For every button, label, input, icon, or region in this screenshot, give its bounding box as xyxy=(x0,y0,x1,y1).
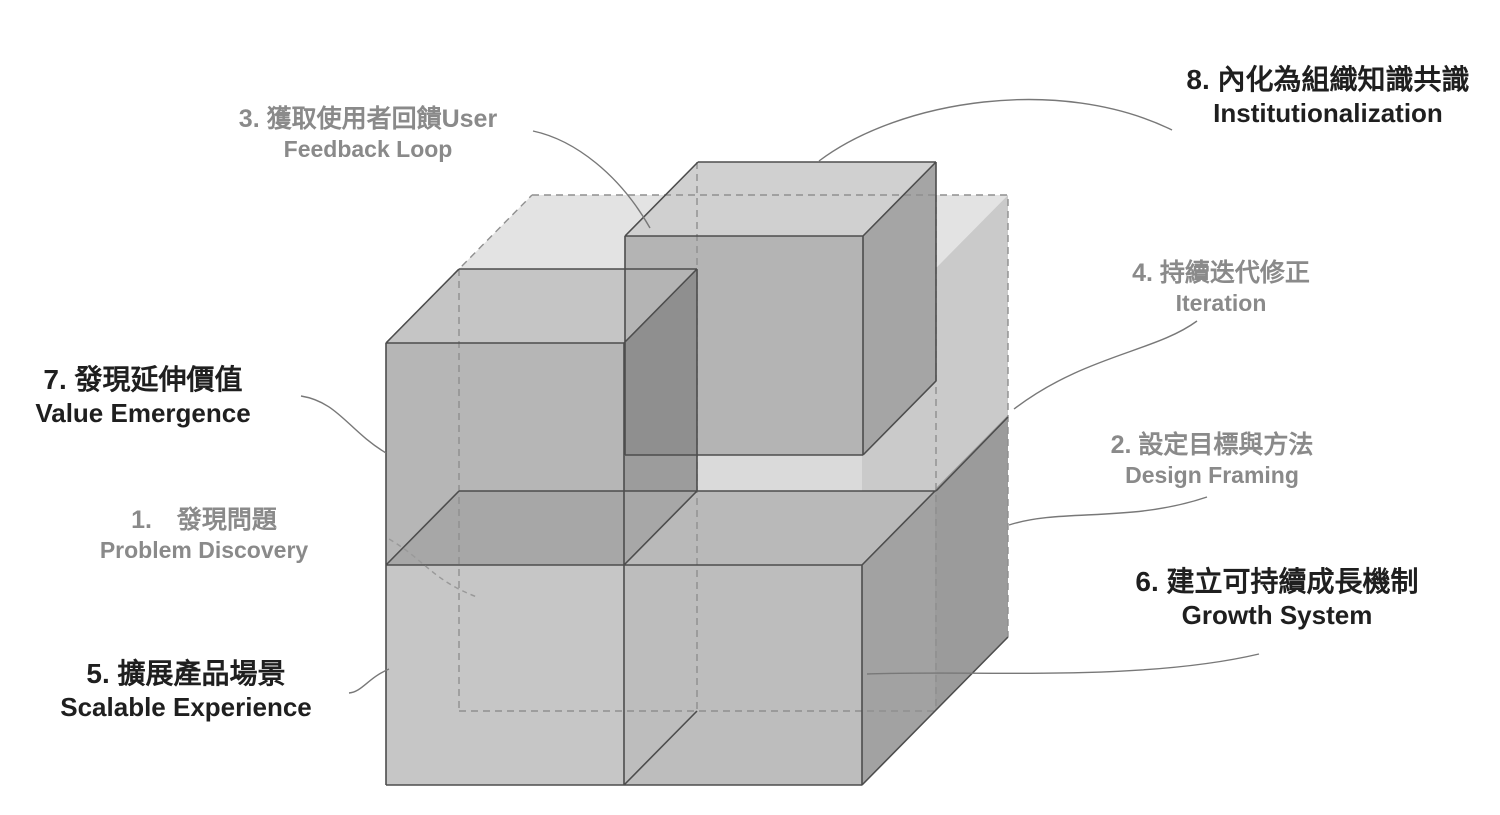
label-user-feedback-loop-zh: 3. 獲取使用者回饋User xyxy=(238,105,498,133)
leader-line-5 xyxy=(348,668,390,694)
label-scalable-experience: 5. 擴展產品場景 Scalable Experience xyxy=(60,656,311,724)
subcube8-top-face xyxy=(625,162,936,236)
subcube6-front-face xyxy=(624,565,862,785)
subcube5-top-face xyxy=(386,491,697,565)
leader-lines xyxy=(300,98,1260,694)
label-problem-discovery-zh: 1. 發現問題 xyxy=(131,506,277,534)
label-problem-discovery-en: Problem Discovery xyxy=(99,537,309,564)
label-user-feedback-loop: 3. 獲取使用者回饋User Feedback Loop xyxy=(239,104,497,164)
leader-line-6 xyxy=(866,653,1260,675)
subcube-front-bottom-right xyxy=(624,491,935,785)
label-institutionalization: 8. 內化為組織知識共識 Institutionalization xyxy=(1186,62,1469,130)
label-growth-system-en: Growth System xyxy=(1181,600,1373,630)
label-iteration: 4. 持續迭代修正 Iteration xyxy=(1132,258,1310,318)
subcube8-overlap-shadow xyxy=(625,269,697,455)
label-design-framing-en: Design Framing xyxy=(1125,462,1299,489)
label-iteration-en: Iteration xyxy=(1175,290,1267,317)
label-value-emergence-zh: 7. 發現延伸價值 xyxy=(43,364,243,395)
label-user-feedback-loop-en: Feedback Loop xyxy=(283,136,453,163)
label-growth-system-zh: 6. 建立可持續成長機制 xyxy=(1135,566,1419,597)
subcube-back-bottom-right xyxy=(935,415,1008,711)
leader-line-8 xyxy=(818,98,1173,162)
label-scalable-experience-en: Scalable Experience xyxy=(60,692,312,722)
subcube6-top-face xyxy=(624,491,935,565)
label-design-framing-zh: 2. 設定目標與方法 xyxy=(1110,431,1314,459)
subcube5-front-face xyxy=(386,565,624,785)
label-problem-discovery: 1. 發現問題 Problem Discovery xyxy=(100,505,308,565)
label-scalable-experience-zh: 5. 擴展產品場景 xyxy=(86,658,286,689)
subcube-raised-top xyxy=(625,162,936,455)
label-value-emergence-en: Value Emergence xyxy=(35,398,251,428)
label-value-emergence: 7. 發現延伸價值 Value Emergence xyxy=(35,362,250,430)
label-design-framing: 2. 設定目標與方法 Design Framing xyxy=(1111,430,1314,490)
leader-line-4 xyxy=(1013,320,1198,410)
solid-edges xyxy=(385,161,1009,786)
leader-line-3 xyxy=(532,130,651,229)
subcube7-top-face xyxy=(386,269,697,343)
subcube8-right-face xyxy=(863,162,936,455)
label-growth-system: 6. 建立可持續成長機制 Growth System xyxy=(1135,564,1418,632)
label-institutionalization-en: Institutionalization xyxy=(1213,98,1443,128)
label-institutionalization-zh: 8. 內化為組織知識共識 xyxy=(1186,64,1470,95)
leader-line-2 xyxy=(1008,496,1208,526)
subcube6-back-right-face xyxy=(935,415,1008,711)
label-iteration-zh: 4. 持續迭代修正 xyxy=(1132,259,1310,287)
leader-line-7 xyxy=(300,395,387,454)
leader-line-1 xyxy=(388,538,478,598)
